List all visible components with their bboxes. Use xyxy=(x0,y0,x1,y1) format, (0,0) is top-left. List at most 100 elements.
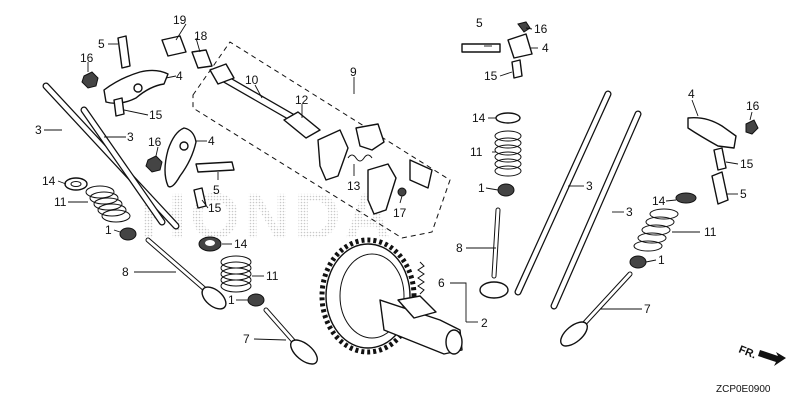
callout: 15 xyxy=(740,157,754,171)
callout: 15 xyxy=(149,108,163,122)
callout: 11 xyxy=(470,145,483,159)
callout: 10 xyxy=(245,73,259,87)
callout: 5 xyxy=(476,16,483,30)
callout: 12 xyxy=(295,93,309,107)
watermark-text: HONDA xyxy=(140,180,395,252)
callout: 11 xyxy=(54,195,67,209)
pin-far-right xyxy=(711,171,729,205)
callout: 8 xyxy=(122,265,129,279)
decomp-weight-top xyxy=(355,123,385,151)
valve-keeper-left xyxy=(119,227,137,241)
rocker-shaft xyxy=(216,72,304,126)
callout: 14 xyxy=(234,237,248,251)
pushrod-left-2 xyxy=(80,106,166,226)
exhaust-valve-center xyxy=(479,207,509,299)
shaft-holder xyxy=(209,63,235,85)
valve-spring-center xyxy=(494,130,522,177)
intake-valve-right xyxy=(560,271,633,347)
decomp-arm-left xyxy=(317,129,349,181)
decomp-return-spring xyxy=(417,261,425,295)
callout: 11 xyxy=(704,225,717,239)
adjusting-screw-top-right xyxy=(511,59,523,79)
pushrod-right-2 xyxy=(550,110,642,310)
rocker-pivot-middle-left xyxy=(179,141,189,151)
callout: 4 xyxy=(688,87,695,101)
pushrod-right-1 xyxy=(514,90,612,296)
valve-spring-right xyxy=(633,208,679,252)
callout: 15 xyxy=(484,69,498,83)
callout: 4 xyxy=(208,134,215,148)
callout: 7 xyxy=(644,302,651,316)
callout: 4 xyxy=(176,69,183,83)
adjusting-screw-upper-left xyxy=(113,97,125,117)
callout: 5 xyxy=(740,187,747,201)
front-direction-indicator: FR. xyxy=(737,344,786,366)
spring-retainer-right xyxy=(675,192,697,204)
rocker-arm-top-right xyxy=(507,33,533,59)
decomp-arm-right xyxy=(367,163,397,215)
nut-upper-left xyxy=(81,71,99,89)
callout: 3 xyxy=(586,179,593,193)
nut-far-right xyxy=(745,119,759,135)
rocker-arm-middle-left xyxy=(164,127,197,188)
decomp-spring xyxy=(347,154,373,162)
callout: 3 xyxy=(626,205,633,219)
figure-code: ZCP0E0900 xyxy=(716,384,771,395)
pushrod-left-1 xyxy=(42,82,180,230)
callout: 1 xyxy=(228,293,235,307)
exhaust-valve-left xyxy=(145,237,227,310)
callout: 19 xyxy=(173,13,187,27)
nut-top-right xyxy=(517,21,531,33)
group-box xyxy=(192,41,451,239)
callout: 15 xyxy=(208,201,222,215)
valve-keeper-middle xyxy=(247,293,265,307)
callout: 7 xyxy=(243,332,250,346)
camshaft xyxy=(379,299,463,355)
callout: 8 xyxy=(456,241,463,255)
callout: 4 xyxy=(542,41,549,55)
callout: 1 xyxy=(658,253,665,267)
bolt-19 xyxy=(161,35,187,57)
callout: 9 xyxy=(350,65,357,79)
callout: 2 xyxy=(481,316,488,330)
callout: 6 xyxy=(438,276,445,290)
callout: 14 xyxy=(42,174,56,188)
rocker-pivot-upper-left xyxy=(133,83,143,93)
pivot-bolt-middle-left xyxy=(195,161,235,173)
decomp-weight-right xyxy=(409,159,433,189)
valve-keeper-right xyxy=(629,255,647,269)
callout: 3 xyxy=(35,123,42,137)
adjusting-screw-far-right xyxy=(713,147,727,171)
callout: 1 xyxy=(105,223,112,237)
camshaft-end xyxy=(445,329,463,355)
spring-retainer-left xyxy=(64,177,88,191)
collar-18 xyxy=(191,49,213,69)
front-label: FR. xyxy=(737,344,758,362)
callout: 11 xyxy=(266,269,279,283)
valve-keeper-center xyxy=(497,183,515,197)
callout: 5 xyxy=(98,37,105,51)
callout: 1 xyxy=(478,181,485,195)
callout: 13 xyxy=(347,179,361,193)
callout-labels: 19 18 5 16 4 15 3 3 16 4 5 15 14 11 1 14… xyxy=(35,13,760,346)
callout: 5 xyxy=(213,183,220,197)
pivot-bolt-upper-left xyxy=(117,35,131,69)
spring-retainer-center xyxy=(495,112,521,124)
front-arrow-icon xyxy=(758,350,786,366)
nut-middle-left xyxy=(145,155,163,173)
callout: 16 xyxy=(746,99,760,113)
callout: 16 xyxy=(80,51,94,65)
pin-top-right xyxy=(461,43,501,53)
callout: 18 xyxy=(194,29,208,43)
collar-12 xyxy=(283,111,321,139)
valve-spring-middle xyxy=(220,255,252,293)
callout: 17 xyxy=(393,206,407,220)
callout: 16 xyxy=(148,135,162,149)
cam-lobe xyxy=(397,295,437,319)
valve-spring-left xyxy=(85,185,131,223)
callout: 14 xyxy=(652,194,666,208)
callout: 16 xyxy=(534,22,548,36)
leader-lines xyxy=(44,23,753,341)
